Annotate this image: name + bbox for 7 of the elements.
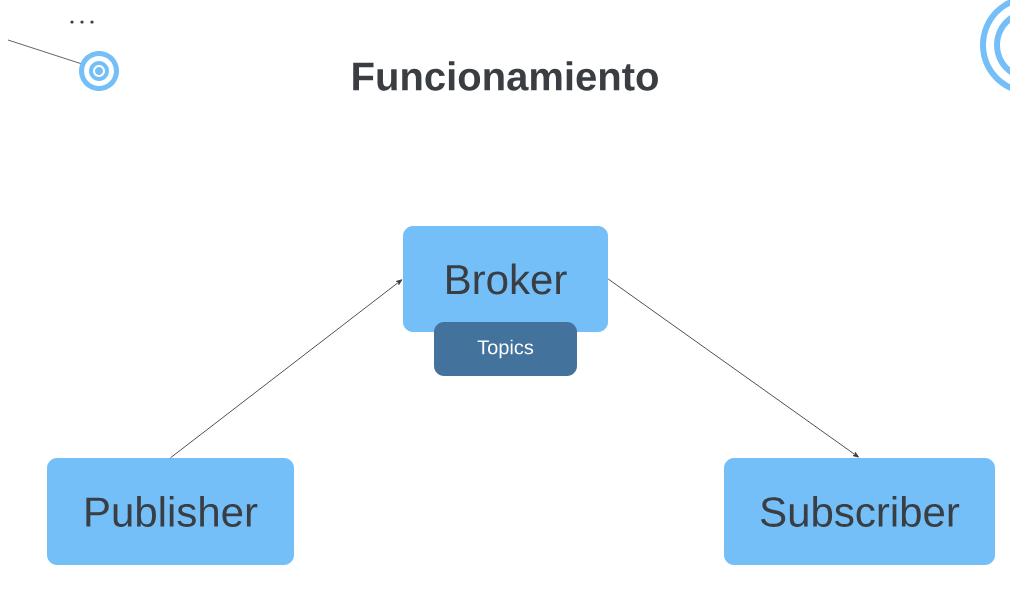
broker-box: Broker xyxy=(403,226,608,332)
subscriber-box: Subscriber xyxy=(724,458,995,565)
publisher-box: Publisher xyxy=(47,458,294,565)
arrow xyxy=(170,279,403,459)
title: Funcionamiento xyxy=(353,61,658,91)
topics-box: Topics xyxy=(434,322,577,376)
arrow xyxy=(607,278,859,458)
